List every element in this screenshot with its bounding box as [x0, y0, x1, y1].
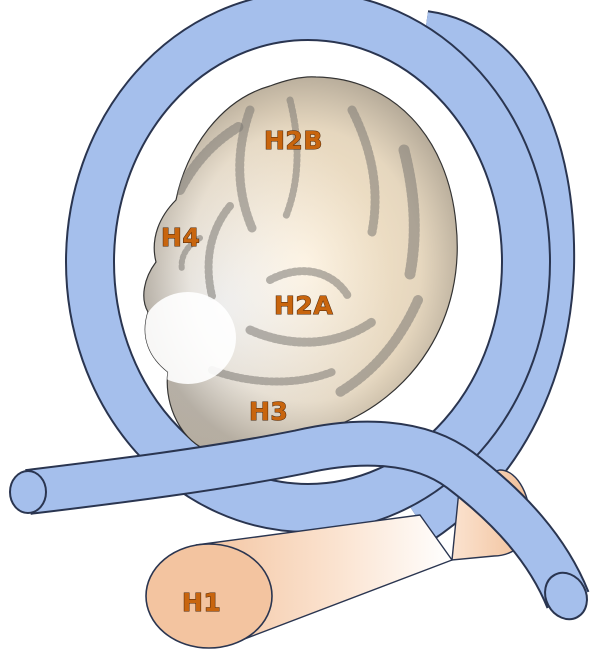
- h2a-label: H2A: [274, 291, 333, 320]
- h1-rod: [146, 515, 452, 648]
- h1-label: H1: [182, 588, 221, 617]
- h4-label: H4: [161, 223, 200, 252]
- h3-label: H3: [249, 397, 288, 426]
- h2b-label: H2B: [264, 126, 323, 155]
